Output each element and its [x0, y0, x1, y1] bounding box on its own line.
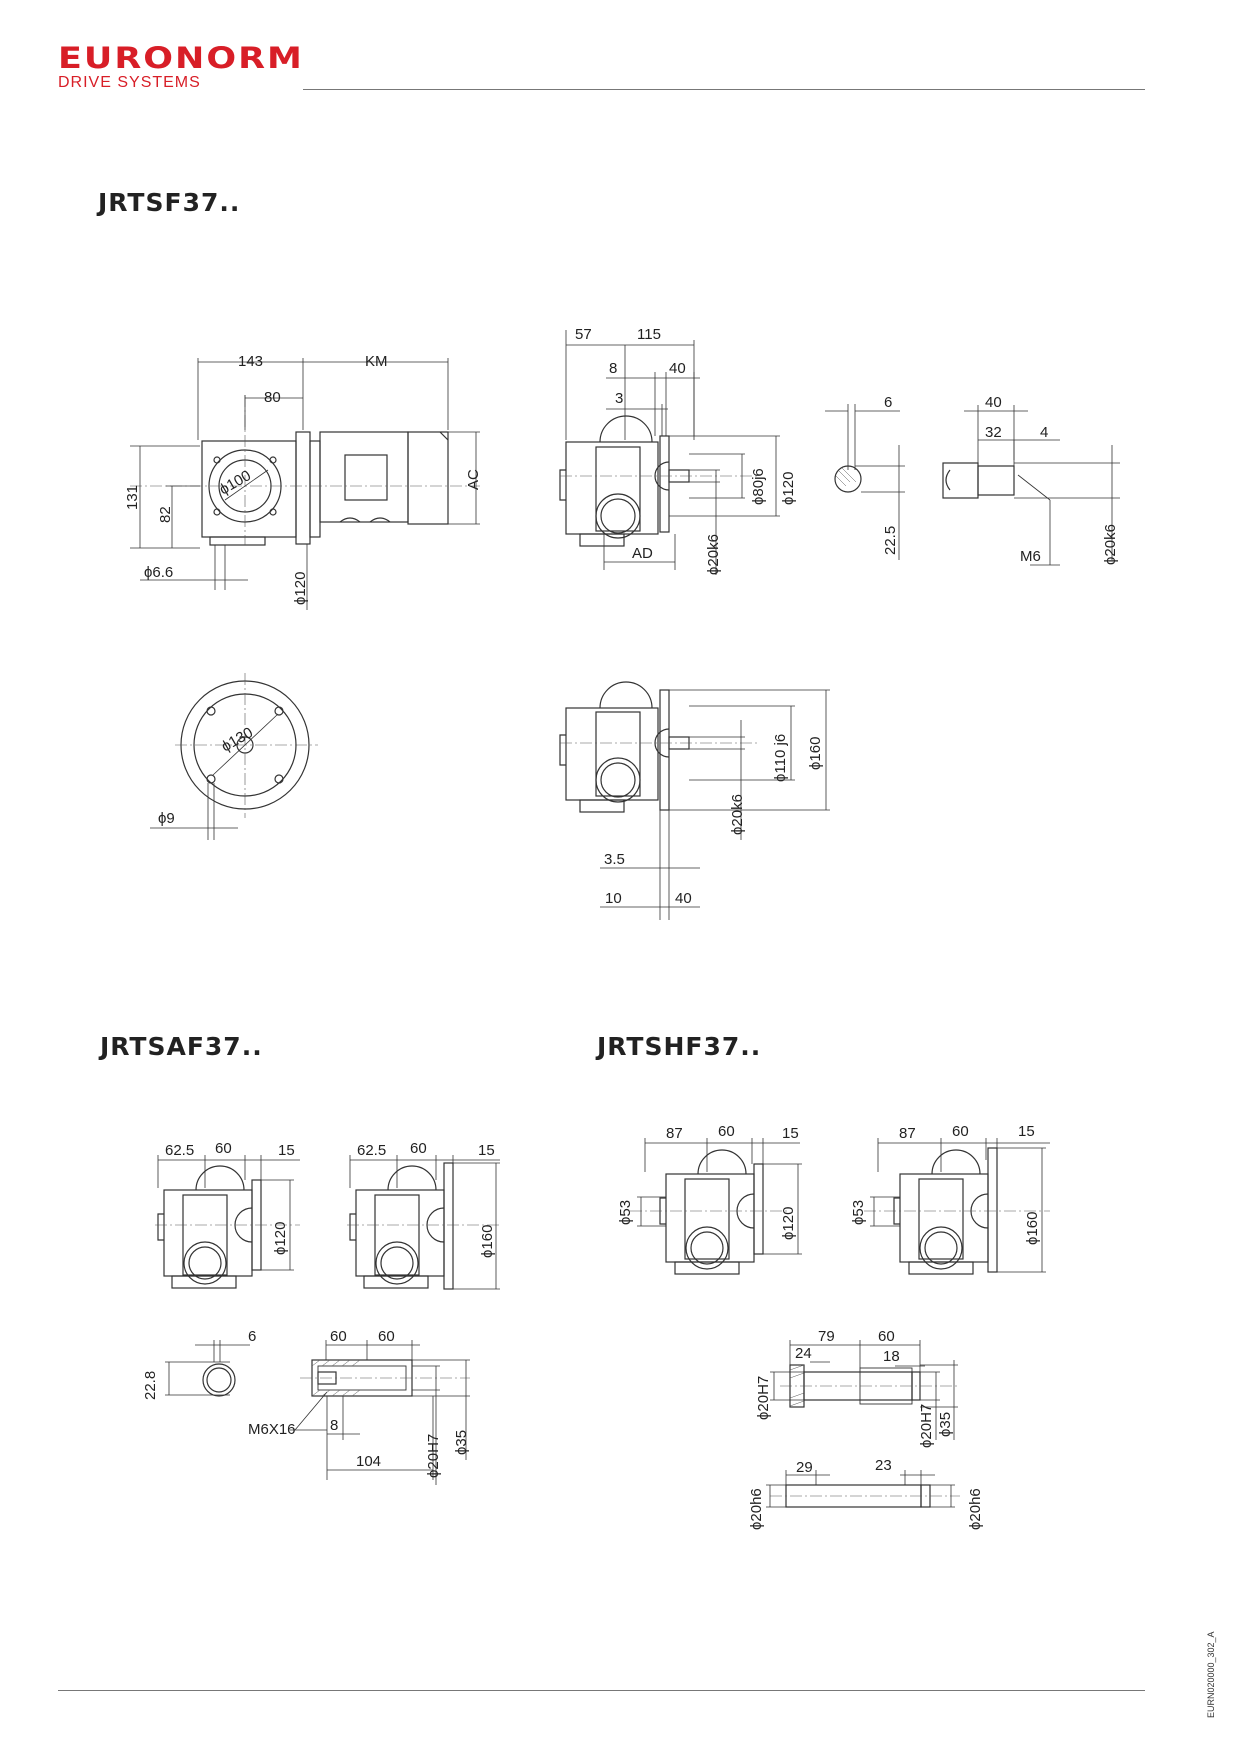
logo-brand: EURONORM — [58, 41, 304, 76]
dim-phi110j6: ϕ110 j6 — [772, 734, 789, 782]
af-dim-phi160: ϕ160 — [479, 1225, 496, 1258]
footer-rule — [58, 1690, 1145, 1691]
af-dim-8: 8 — [330, 1417, 338, 1434]
hf-dim-phi20h6-a: ϕ20h6 — [748, 1488, 765, 1530]
dim-phi20k6-b: ϕ20k6 — [1102, 524, 1119, 565]
hf-dim-phi53-a: ϕ53 — [617, 1200, 634, 1225]
hf-dim-15-b: 15 — [1018, 1123, 1035, 1140]
hf-dim-60-a: 60 — [718, 1123, 735, 1140]
hf-dim-phi53-b: ϕ53 — [850, 1200, 867, 1225]
hf-dim-60-b: 60 — [952, 1123, 969, 1140]
af-dim-60-b: 60 — [410, 1140, 427, 1157]
jrtshf-shrink-disc-section — [770, 1340, 960, 1440]
dim-131: 131 — [124, 485, 141, 510]
af-dim-15-b: 15 — [478, 1142, 495, 1159]
dim-10: 10 — [605, 890, 622, 907]
hf-dim-87-a: 87 — [666, 1125, 683, 1142]
dim-143: 143 — [238, 353, 263, 370]
hf-dim-phi20h7-a: ϕ20H7 — [755, 1376, 772, 1420]
dim-57: 57 — [575, 326, 592, 343]
dim-ad: AD — [632, 545, 653, 562]
header-rule — [303, 89, 1145, 90]
dim-40-a: 40 — [669, 360, 686, 377]
jrtsaf-bore-detail — [165, 1340, 250, 1397]
af-dim-60-a: 60 — [215, 1140, 232, 1157]
dim-40-b: 40 — [985, 394, 1002, 411]
large-flange-front-view — [559, 681, 830, 920]
dim-6-a: 6 — [884, 394, 892, 411]
jrtsf-side-view — [130, 358, 480, 610]
dim-3: 3 — [615, 390, 623, 407]
dim-phi20k6-a: ϕ20k6 — [705, 534, 722, 575]
af-dim-22-8: 22.8 — [142, 1371, 159, 1400]
keyway-detail — [825, 404, 905, 560]
af-dim-104: 104 — [356, 1453, 381, 1470]
flange-face-view — [150, 673, 318, 840]
dim-phi20k6-c: ϕ20k6 — [729, 794, 746, 835]
dim-80: 80 — [264, 389, 281, 406]
dim-phi9: ϕ9 — [158, 810, 175, 827]
dim-ac: AC — [465, 469, 482, 490]
title-jrtshf37: JRTSHF37.. — [597, 1032, 762, 1061]
af-dim-60-c: 60 — [330, 1328, 347, 1345]
hf-dim-18: 18 — [883, 1348, 900, 1365]
dim-22-5: 22.5 — [882, 526, 899, 555]
hf-dim-phi160: ϕ160 — [1024, 1212, 1041, 1245]
dim-phi120-b: ϕ120 — [780, 472, 797, 505]
hf-dim-15-a: 15 — [782, 1125, 799, 1142]
jrtsaf-shaft-section — [290, 1340, 470, 1485]
dim-8: 8 — [609, 360, 617, 377]
dim-km: KM — [365, 353, 388, 370]
af-dim-15-a: 15 — [278, 1142, 295, 1159]
shaft-end-detail — [942, 405, 1120, 566]
dim-115: 115 — [637, 326, 661, 343]
hf-dim-phi20h6-b: ϕ20h6 — [967, 1488, 984, 1530]
title-jrtsaf37: JRTSAF37.. — [100, 1032, 263, 1061]
hf-dim-phi35: ϕ35 — [937, 1412, 954, 1437]
af-dim-phi20h7: ϕ20H7 — [425, 1434, 442, 1478]
af-dim-phi120: ϕ120 — [272, 1222, 289, 1255]
hf-dim-60-c: 60 — [878, 1328, 895, 1345]
hf-dim-phi20h7-b: ϕ20H7 — [918, 1404, 935, 1448]
af-dim-6: 6 — [248, 1328, 256, 1345]
dim-32: 32 — [985, 424, 1002, 441]
jrtshf-shaft-detail — [766, 1470, 960, 1508]
jrtsaf-view-1 — [155, 1155, 300, 1289]
title-jrtsf37: JRTSF37.. — [98, 188, 241, 217]
dim-40-c: 40 — [675, 890, 692, 907]
af-dim-60-d: 60 — [378, 1328, 395, 1345]
dim-82: 82 — [157, 506, 174, 523]
jrtsf-front-view — [559, 330, 780, 575]
hf-dim-29: 29 — [796, 1459, 813, 1476]
hf-dim-23: 23 — [875, 1457, 892, 1474]
dim-phi100: ϕ100 — [217, 467, 254, 498]
dim-3-5: 3.5 — [604, 851, 625, 868]
af-dim-62-5-a: 62.5 — [165, 1142, 194, 1159]
logo-subtitle: DRIVE SYSTEMS — [58, 74, 201, 91]
dim-phi80j6: ϕ80j6 — [750, 468, 767, 505]
hf-dim-phi120: ϕ120 — [780, 1207, 797, 1240]
af-dim-62-5-b: 62.5 — [357, 1142, 386, 1159]
jrtshf-view-2 — [864, 1138, 1050, 1275]
hf-dim-87-b: 87 — [899, 1125, 916, 1142]
jrtshf-view-1 — [630, 1138, 802, 1275]
dim-phi160-a: ϕ160 — [807, 737, 824, 770]
af-dim-phi35: ϕ35 — [453, 1430, 470, 1455]
dim-phi120-a: ϕ120 — [292, 572, 309, 605]
dim-phi6-6: ϕ6.6 — [144, 564, 173, 581]
jrtsaf-view-2 — [347, 1155, 500, 1290]
euronorm-logo: EURONORM DRIVE SYSTEMS — [58, 44, 304, 92]
hf-dim-24: 24 — [795, 1345, 812, 1362]
dim-m6: M6 — [1020, 548, 1041, 565]
dim-4: 4 — [1040, 424, 1048, 441]
hf-dim-79: 79 — [818, 1328, 835, 1345]
af-dim-m6x16: M6X16 — [248, 1421, 296, 1438]
